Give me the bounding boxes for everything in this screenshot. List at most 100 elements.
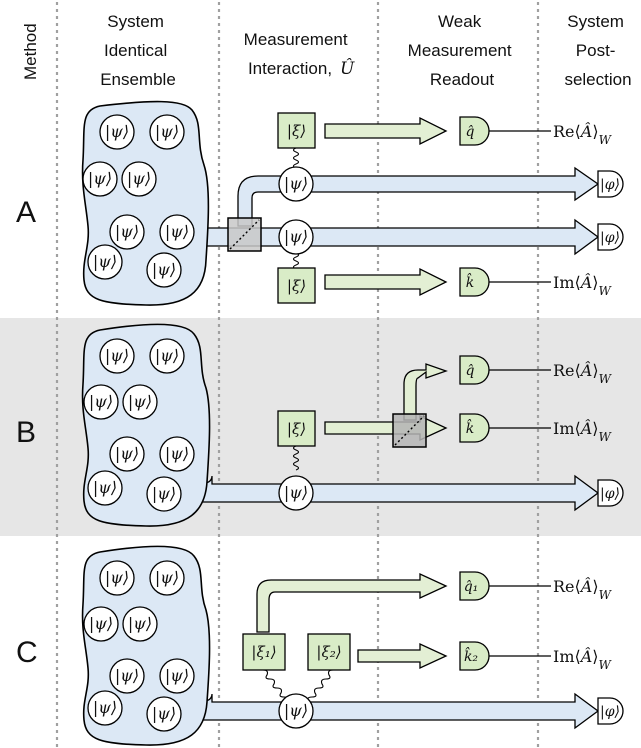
ensemble-state-circle	[99, 338, 135, 374]
ensemble-state-circle	[149, 560, 185, 596]
ensemble-state-circle	[149, 114, 185, 150]
ensemble-state-circle	[87, 470, 123, 506]
ensemble-state-label: |ψ⟩	[165, 444, 189, 463]
meter-beam-c-upper	[256, 572, 448, 633]
coupling-spring-c-left	[262, 669, 290, 703]
meter-state-c-2: |ξ₂⟩	[316, 643, 341, 661]
ensemble-state-circle	[146, 696, 182, 732]
ensemble-state-label: |ψ⟩	[115, 222, 139, 241]
postselect-c-label: |φ⟩	[600, 704, 620, 720]
ensemble-state-label: |ψ⟩	[93, 698, 117, 717]
ensemble-state-label: |ψ⟩	[155, 122, 179, 141]
postselect-a-top-label: |φ⟩	[600, 177, 620, 193]
section-label-b: B	[16, 416, 36, 449]
weak-value-re-c: Re⟨Â⟩W	[553, 576, 613, 602]
ensemble-state-label: |ψ⟩	[93, 478, 117, 497]
ensemble-state-circle	[83, 384, 119, 420]
detector-k-a-label: k̂	[466, 272, 474, 291]
meter-box-c-1	[242, 633, 286, 671]
quantum-beam-c	[197, 692, 600, 730]
detector-q-a-label: q̂	[466, 124, 475, 140]
ensemble-state-circle	[109, 436, 145, 472]
ensemble-state-label: |ψ⟩	[115, 666, 139, 685]
header-interaction: Measurement Interaction,	[244, 30, 353, 78]
system-node-a-bottom-label: |ψ⟩	[284, 227, 308, 246]
beam-splitter-b	[392, 413, 427, 448]
coupling-spring-c-right	[306, 669, 334, 703]
meter-state-b: |ξ⟩	[287, 420, 306, 438]
meter-box-a-bottom	[277, 267, 316, 304]
ensemble-state-label: |ψ⟩	[152, 484, 176, 503]
section-a: |ξ⟩ |ξ⟩ |ψ⟩ |ψ⟩ q̂ k̂ Re⟨Â⟩W Im⟨Â⟩W |φ⟩ …	[81, 100, 624, 306]
ensemble-state-label: |ψ⟩	[105, 346, 129, 365]
postselect-a-bottom-label: |φ⟩	[600, 230, 620, 246]
detector-k2-c	[459, 641, 490, 671]
ensemble-state-label: |ψ⟩	[115, 444, 139, 463]
ensemble-state-label: |ψ⟩	[152, 704, 176, 723]
ensemble-state-circle	[109, 658, 145, 694]
weak-value-im-a: Im⟨Â⟩W	[553, 272, 613, 298]
ensemble-state-circle	[159, 658, 195, 694]
postselect-a-bottom	[597, 223, 624, 251]
ensemble-state-circle	[99, 560, 135, 596]
meter-beam-c-lower	[357, 642, 448, 670]
system-node-c-label: |ψ⟩	[284, 701, 308, 720]
meter-box-a-top	[277, 112, 316, 149]
ensemble-state-circle	[99, 114, 135, 150]
postselect-b-label: |φ⟩	[600, 486, 620, 502]
ensemble-state-circle	[149, 338, 185, 374]
ensemble-state-label: |ψ⟩	[155, 346, 179, 365]
detector-k-b	[459, 413, 490, 443]
postselect-a-top	[597, 170, 624, 198]
ensemble-state-circle	[87, 244, 123, 280]
section-label-a: A	[16, 196, 36, 229]
detector-q1-c-label: q̂₁	[464, 579, 479, 595]
postselect-b	[597, 479, 624, 507]
ensemble-state-label: |ψ⟩	[89, 392, 113, 411]
postselect-c	[597, 697, 624, 725]
weak-value-im-b: Im⟨Â⟩W	[553, 418, 613, 444]
system-node-a-bottom	[278, 219, 314, 255]
header-ensemble: System Identical Ensemble	[100, 12, 176, 89]
header-readout: Weak Measurement Readout	[408, 12, 517, 89]
system-node-c	[278, 693, 314, 729]
ensemble-state-label: |ψ⟩	[93, 252, 117, 271]
ensemble-state-circle	[83, 606, 119, 642]
ensemble-state-label: |ψ⟩	[165, 222, 189, 241]
meter-box-b	[277, 410, 316, 447]
detector-q-b	[459, 355, 490, 385]
ensemble-state-circle	[87, 690, 123, 726]
system-node-a-top	[278, 166, 314, 202]
header-interaction-operator: Û	[340, 58, 355, 79]
column-separators	[55, 2, 540, 748]
ensemble-state-label: |ψ⟩	[165, 666, 189, 685]
weak-value-re-b: Re⟨Â⟩W	[553, 360, 613, 386]
header-row: Method System Identical Ensemble Measure…	[21, 12, 632, 89]
detector-q-b-label: q̂	[466, 363, 475, 379]
detector-k-b-label: k̂	[466, 418, 474, 437]
detector-q1-c	[459, 571, 490, 601]
ensemble-state-label: |ψ⟩	[152, 260, 176, 279]
weak-value-im-c: Im⟨Â⟩W	[553, 646, 613, 672]
meter-beam-a-top	[324, 116, 448, 146]
meter-beam-b-branch	[403, 363, 448, 421]
ensemble-state-circle	[82, 161, 118, 197]
system-node-a-top-label: |ψ⟩	[284, 174, 308, 193]
ensemble-state-label: |ψ⟩	[105, 568, 129, 587]
detector-k2-c-label: k̂₂	[464, 646, 478, 665]
ensemble-state-label: |ψ⟩	[128, 614, 152, 633]
ensemble-state-label: |ψ⟩	[89, 614, 113, 633]
header-postselection: System Post- selection	[564, 12, 631, 89]
system-node-b-label: |ψ⟩	[284, 483, 308, 502]
ensemble-state-circle	[121, 161, 157, 197]
ensemble-state-circles: |ψ⟩ |ψ⟩ |ψ⟩ |ψ⟩ |ψ⟩ |ψ⟩ |ψ⟩ |ψ⟩ |ψ⟩ |ψ⟩ |ψ⟩ |ψ⟩ |ψ⟩ |…	[82, 114, 195, 732]
detector-k-a	[459, 267, 490, 297]
system-node-b	[278, 475, 314, 511]
ensemble-state-circle	[159, 214, 195, 250]
meter-box-c-2	[307, 633, 351, 671]
meter-state-a-bottom: |ξ⟩	[287, 277, 306, 295]
ensemble-state-circle	[122, 384, 158, 420]
ensemble-state-label: |ψ⟩	[88, 169, 112, 188]
detector-q-a	[459, 116, 490, 146]
